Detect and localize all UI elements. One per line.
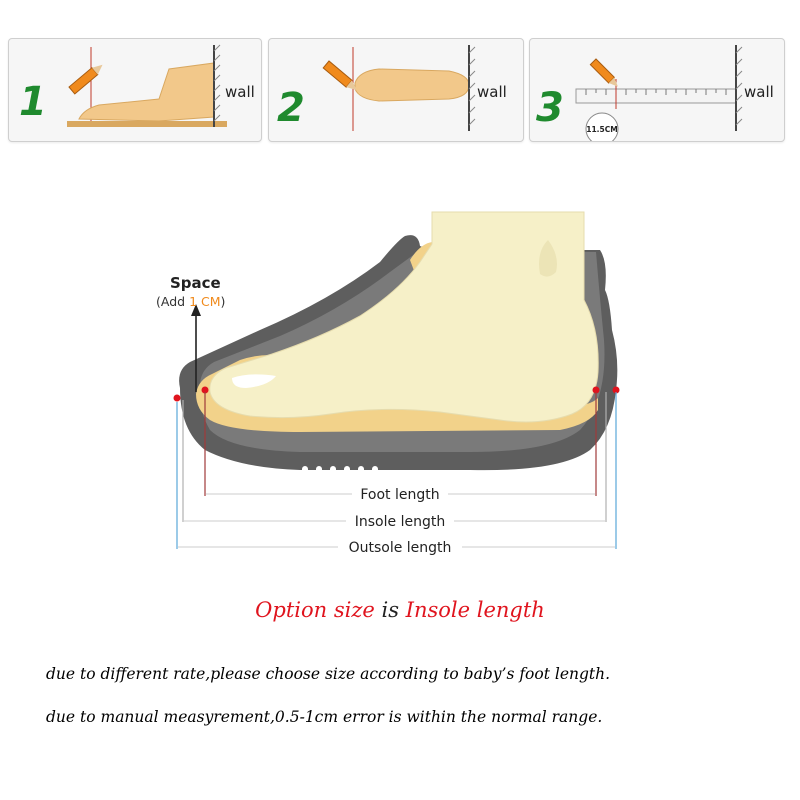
wall-label: wall: [744, 83, 774, 101]
outsole-length-label: Outsole length: [349, 540, 452, 556]
foot-side-shape: [78, 62, 215, 122]
wall-hatching: [213, 44, 221, 122]
caption-insole-length: Insole length: [405, 598, 545, 622]
foot-length-label: Foot length: [360, 487, 439, 503]
insole-length-label: Insole length: [355, 514, 445, 530]
wall-label: wall: [225, 83, 255, 101]
caption-option-size: Option size: [255, 598, 375, 622]
space-label: Space: [170, 274, 221, 292]
step-3-panel: 3 11.5CM wall: [529, 38, 785, 142]
outsole-toe-marker: [173, 394, 181, 402]
pencil-icon: [322, 60, 357, 91]
option-size-caption: Option size is Insole length: [0, 598, 800, 622]
space-arrow-head: [191, 304, 201, 316]
step-1-illustration: 1: [19, 44, 227, 127]
space-add-text: (Add 1 CM): [156, 294, 225, 309]
floor: [67, 121, 227, 127]
outsole-tread: [302, 466, 378, 478]
step-2-number: 2: [277, 85, 305, 131]
caption-is: is: [374, 598, 406, 622]
step-2-panel: 2 wall: [268, 38, 524, 142]
pencil-icon: [68, 64, 103, 95]
outsole-heel-marker: [612, 386, 620, 394]
wall-label: wall: [477, 83, 507, 101]
step-1-panel: 1 wall: [8, 38, 262, 142]
foot-toe-marker: [201, 386, 209, 394]
foot: [209, 211, 599, 423]
wall-hatching: [735, 46, 743, 126]
step-3-number: 3: [536, 85, 564, 131]
foot-top-shape: [354, 68, 470, 102]
wall-hatching: [468, 46, 476, 126]
step-2-illustration: 2: [277, 45, 476, 131]
step-1-number: 1: [19, 79, 47, 125]
step-3-illustration: 3 11.5CM: [536, 45, 743, 141]
pencil-icon: [589, 58, 618, 87]
shoe-measurement-diagram: Space (Add 1 CM) Foot length Insole leng…: [156, 211, 620, 556]
ruler-reading: 11.5CM: [586, 125, 617, 134]
ruler-zoom-circle: [585, 112, 619, 141]
toe: [232, 374, 276, 388]
note-foot-length: due to different rate,please choose size…: [46, 665, 611, 683]
foot-heel-marker: [592, 386, 600, 394]
ankle-bone: [539, 240, 557, 277]
note-measurement-error: due to manual measyrement,0.5-1cm error …: [46, 708, 603, 726]
